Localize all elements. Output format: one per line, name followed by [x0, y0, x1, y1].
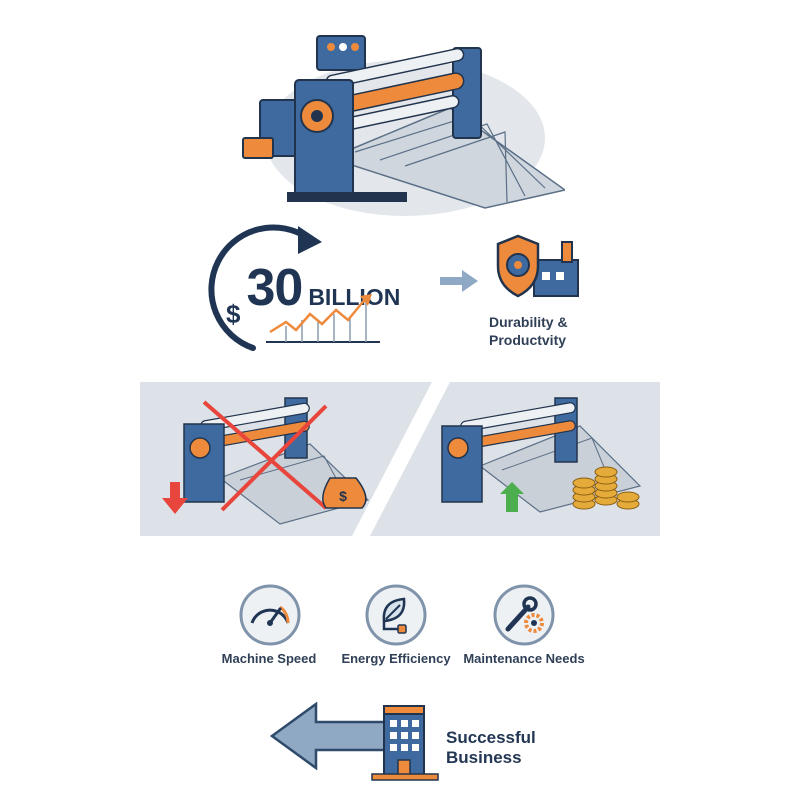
comparison-panel: $: [140, 382, 660, 536]
market-value-unit: BILLION: [308, 284, 401, 310]
factor-label-maintenance-needs: Maintenance Needs: [463, 651, 585, 666]
circular-arrow-icon: [198, 218, 328, 358]
low-quality-machine: $: [162, 397, 370, 525]
wrench-gear-icon: [492, 583, 556, 647]
market-value: $ 30 BILLION: [226, 258, 401, 329]
hero-machine-illustration: [225, 20, 565, 220]
high-quality-machine: [441, 397, 642, 513]
svg-text:$: $: [339, 488, 347, 504]
right-arrow-icon: [440, 268, 480, 294]
factor-label-machine-speed: Machine Speed: [221, 651, 317, 666]
durability-productivity-label: Durability & Productvity: [489, 314, 568, 348]
shield-gear-factory-icon: [494, 232, 584, 302]
leaf-plug-icon: [364, 583, 428, 647]
factor-label-energy-efficiency: Energy Efficiency: [341, 651, 451, 666]
growth-chart-icon: [262, 292, 384, 348]
speedometer-icon: [238, 583, 302, 647]
market-value-number: 30: [246, 259, 303, 317]
currency-symbol: $: [226, 299, 241, 329]
successful-business-label: Successful Business: [446, 728, 536, 767]
office-building-icon: [370, 702, 440, 782]
